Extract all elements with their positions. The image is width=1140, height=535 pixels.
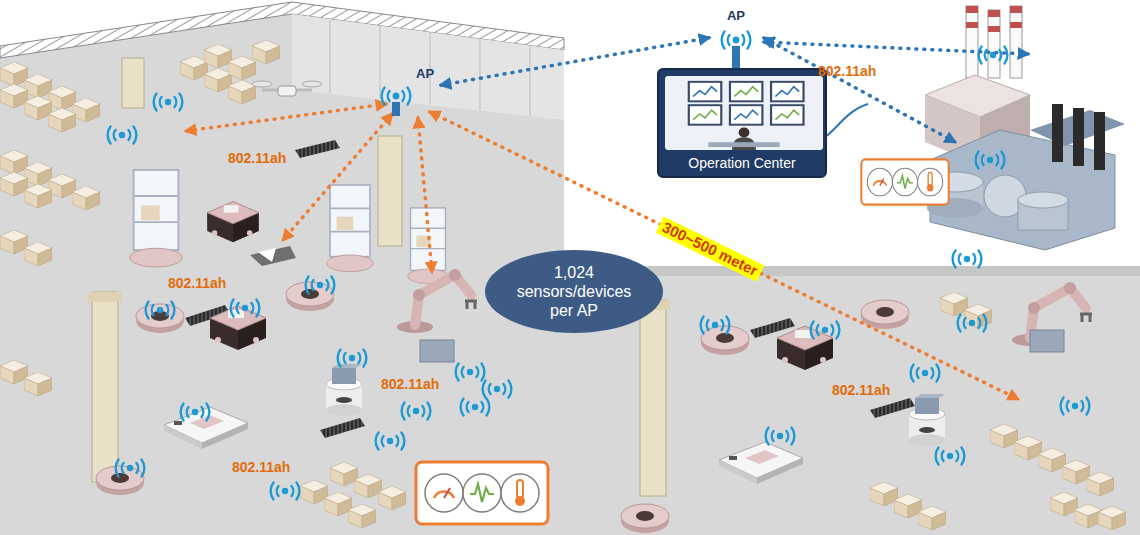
robots	[96, 81, 1092, 533]
operation-center-box: Operation Center	[657, 68, 827, 178]
band-label: 802.11ah	[168, 275, 226, 291]
band-label: 802.11ah	[232, 459, 290, 475]
antenna-icon	[718, 24, 754, 60]
pillars	[88, 58, 670, 496]
access-point: AP	[712, 8, 760, 58]
band-label: 802.11ah	[832, 382, 890, 398]
node-text: AP	[712, 8, 760, 23]
band-label: 802.11ah	[818, 63, 876, 79]
distance-label: 300~500 meter	[656, 216, 764, 281]
antenna-icon	[378, 80, 414, 116]
shelf-boxes	[0, 40, 1126, 530]
access-point: AP	[378, 66, 438, 116]
wifi-icons	[108, 47, 1090, 500]
sensor-panels	[416, 159, 949, 524]
node-text: AP	[416, 66, 434, 81]
radio-links	[186, 38, 1028, 399]
factory	[925, 6, 1125, 250]
drone	[252, 81, 322, 96]
monitor-wall	[665, 76, 823, 150]
node-text: Operation Center	[659, 155, 825, 171]
band-label: 802.11ah	[228, 150, 286, 166]
capacity-ellipse: 1,024 sensors/devices per AP	[485, 250, 663, 333]
band-label: 802.11ah	[381, 376, 439, 392]
node-text: 1,024 sensors/devices per AP	[512, 263, 636, 320]
